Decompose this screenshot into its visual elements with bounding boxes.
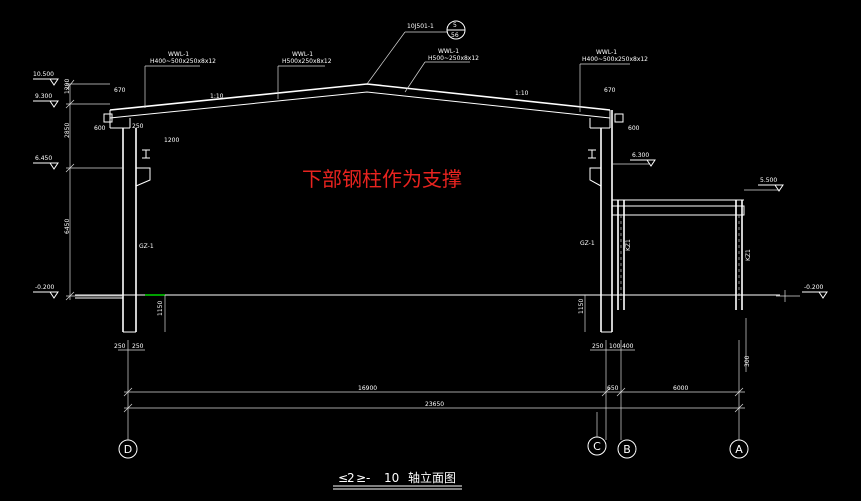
- column-label-gz-right: GZ-1: [580, 240, 595, 247]
- title-range: 10: [384, 471, 399, 485]
- dim-bracket-left: 1200: [164, 137, 179, 144]
- ground-line: [75, 294, 780, 299]
- title-arrow: ≥-: [356, 471, 370, 485]
- dim-bracket-right: 250: [132, 123, 144, 130]
- dim-cap-left-a: 670: [114, 87, 126, 94]
- elev-top-right: 6.300: [632, 152, 649, 159]
- axis-bubbles: [118, 412, 749, 459]
- beam-label-right: WWL-1: [596, 49, 617, 56]
- ridge-ref: 10J501-1: [407, 23, 434, 30]
- elev-ground-left: -0.200: [35, 284, 55, 291]
- elev-top-left: 9.300: [35, 93, 52, 100]
- column-label-kz-b: KZ1: [625, 239, 632, 251]
- axis-a-label: A: [735, 443, 743, 456]
- axis-d-bubble: [118, 439, 138, 459]
- bottom-dimensions: [118, 295, 747, 440]
- column-label-kz-a: KZ1: [745, 249, 752, 261]
- elev-beam-left: 6.450: [35, 155, 52, 162]
- dim-cap-right-b: 600: [628, 125, 640, 132]
- beam-spec-left: H400~500x250x8x12: [150, 58, 216, 65]
- dim-total: 23650: [425, 401, 444, 408]
- beam-spec-mid: H500x250x8x12: [282, 58, 332, 65]
- title-text: 轴立面图: [408, 470, 456, 485]
- support-annotation: 下部钢柱作为支撑: [302, 167, 462, 191]
- ridge-circle-top: 5: [453, 22, 457, 29]
- axis-b-label: B: [623, 443, 631, 456]
- axis-b-bubble: [617, 439, 637, 459]
- dim-span-cb: 650: [607, 385, 619, 392]
- roof-beams: [109, 31, 611, 129]
- beam-label-left: WWL-1: [168, 51, 189, 58]
- dim-col-left-b: 250: [132, 343, 144, 350]
- title-prefix: ≤: [338, 471, 348, 485]
- ridge-circle-bottom: 56: [451, 32, 459, 39]
- dim-cap-right-a: 670: [604, 87, 616, 94]
- left-dimensions: [33, 78, 123, 301]
- beam-leaders: [144, 61, 630, 112]
- axis-d-label: D: [124, 443, 132, 456]
- axis-a-bubble: [729, 439, 749, 459]
- slope-right: 1:10: [515, 90, 529, 97]
- beam-spec-right: H400~500x250x8x12: [582, 56, 648, 63]
- column-gz-left: [103, 113, 151, 333]
- dim-vert-main: 6450: [64, 219, 71, 234]
- dim-base-right: 1150: [578, 299, 585, 314]
- beam-label-mid: WWL-1: [292, 51, 313, 58]
- dim-vert-top: 1200: [64, 79, 71, 94]
- elev-ground-right: -0.200: [804, 284, 824, 291]
- dim-cap-left-b: 600: [94, 125, 106, 132]
- slope-left: 1:10: [210, 93, 224, 100]
- beam-spec-right-mid: H500~250x8x12: [428, 55, 479, 62]
- title-number: 2: [347, 471, 355, 485]
- dim-col-right-b: 100: [609, 343, 621, 350]
- dim-span-dc: 16900: [358, 385, 377, 392]
- axis-c-label: C: [593, 440, 601, 453]
- right-elevations: [612, 159, 828, 302]
- elev-eave-left: 10.500: [33, 71, 54, 78]
- elev-canopy-right: 5.500: [760, 177, 777, 184]
- dim-col-right-a: 250: [592, 343, 604, 350]
- dim-vert-mid: 2850: [64, 123, 71, 138]
- column-label-gz-left: GZ-1: [139, 243, 154, 250]
- dim-bottom-right: 300: [744, 355, 751, 367]
- dim-base-left: 1150: [157, 301, 164, 316]
- beam-label-right-mid: WWL-1: [438, 48, 459, 55]
- canopy-frame: [611, 199, 745, 310]
- dim-col-right-c: 400: [622, 343, 634, 350]
- dim-col-left-a: 250: [114, 343, 126, 350]
- dim-span-ba: 6000: [673, 385, 688, 392]
